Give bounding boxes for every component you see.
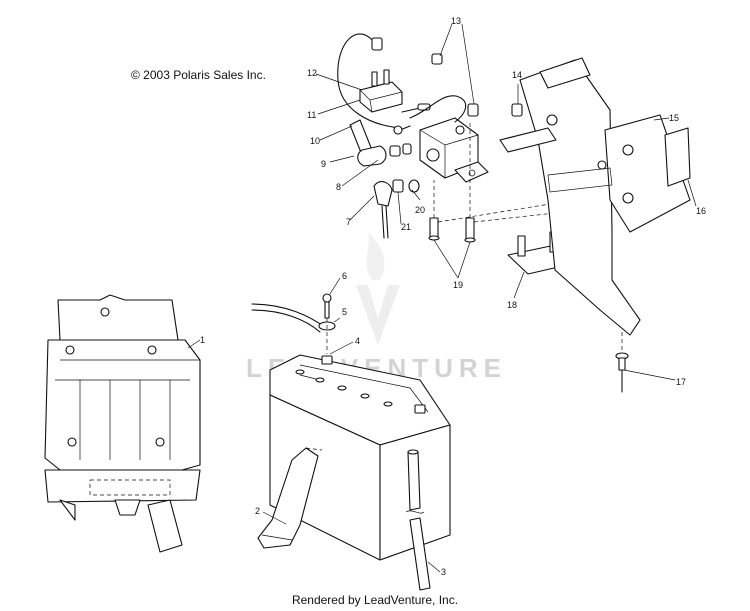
callout-14: 14	[512, 70, 522, 80]
vent-tube-3	[405, 449, 431, 591]
callout-3: 3	[441, 567, 446, 577]
callout-18: 18	[507, 300, 517, 310]
callout-15: 15	[669, 113, 679, 123]
callout-9: 9	[321, 159, 326, 169]
rendered-by-footer: Rendered by LeadVenture, Inc.	[291, 593, 459, 607]
callout-17: 17	[676, 377, 686, 387]
solenoid-assembly	[337, 33, 489, 183]
callout-21: 21	[401, 222, 411, 232]
callout-4: 4	[355, 336, 360, 346]
callout-2: 2	[255, 506, 260, 516]
callout-16: 16	[696, 206, 706, 216]
battery-cable-5-6	[251, 293, 336, 354]
terminal-boot-upper	[349, 119, 412, 167]
watermark-logo	[356, 232, 400, 345]
battery-box-1	[44, 294, 201, 553]
callout-6: 6	[342, 271, 347, 281]
callout-numbers: 1 2 3 4 5 6 7 8 9 10 11 12 13 14 15 16 1…	[200, 16, 706, 577]
vent-tube-2	[257, 447, 323, 549]
rivet-17	[615, 330, 629, 393]
callout-10: 10	[310, 136, 320, 146]
callout-12: 12	[307, 68, 317, 78]
callout-1: 1	[200, 335, 205, 345]
callout-leaders	[187, 23, 697, 573]
callout-11: 11	[307, 110, 316, 120]
callout-7: 7	[346, 217, 351, 227]
callout-8: 8	[336, 182, 341, 192]
callout-13: 13	[451, 16, 461, 26]
terminal-boot-lower	[373, 179, 420, 239]
mounting-bracket-15	[499, 57, 691, 336]
copyright-notice: © 2003 Polaris Sales Inc.	[131, 68, 266, 82]
hex-nuts-13-14	[431, 53, 523, 117]
callout-5: 5	[342, 307, 347, 317]
callout-20: 20	[415, 205, 425, 215]
callout-19: 19	[453, 280, 463, 290]
